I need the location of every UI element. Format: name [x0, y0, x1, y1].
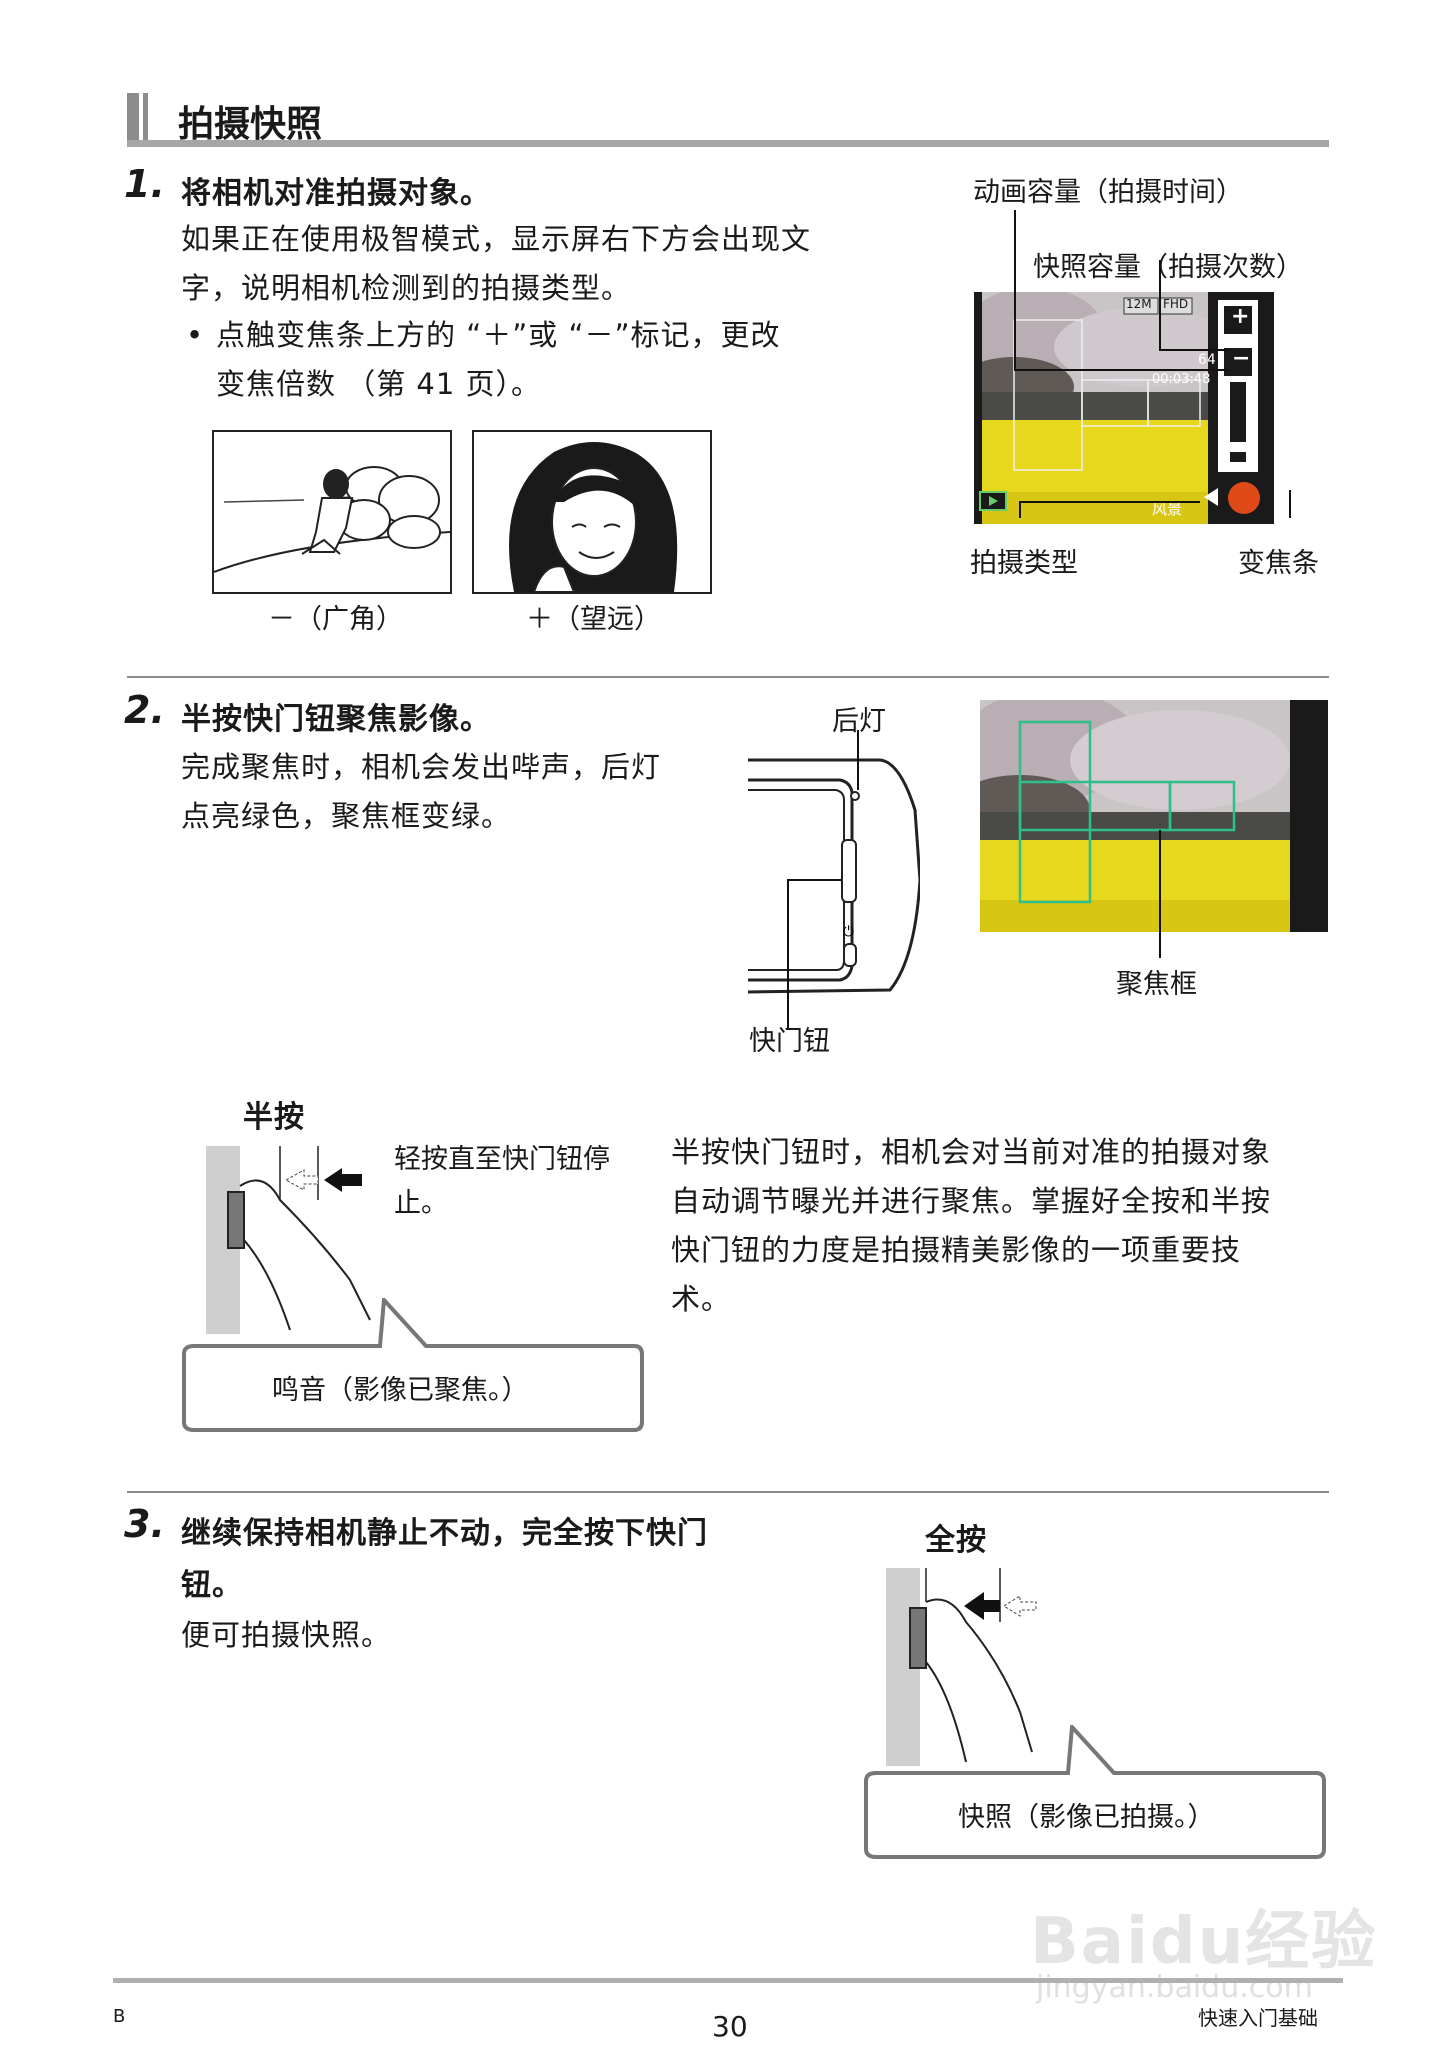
step1-body-line: 如果正在使用极智模式，显示屏右下方会出现文	[181, 222, 812, 256]
section-title: 拍摄快照	[178, 104, 323, 145]
label-zoom-bar: 变焦条	[1238, 548, 1319, 579]
step3-body: 便可拍摄快照。	[181, 1618, 392, 1652]
section-bar-marker	[127, 93, 139, 147]
half-press-desc-line: 轻按直至快门钮停	[394, 1144, 610, 1175]
shot-bubble-text: 快照（影像已拍摄。）	[958, 1802, 1215, 1833]
explanation-line: 自动调节曝光并进行聚焦。掌握好全按和半按	[671, 1184, 1272, 1218]
badge-quality: FHD	[1163, 297, 1189, 311]
camera-screen-step2	[980, 700, 1328, 932]
step2-title: 半按快门钮聚焦影像。	[181, 702, 491, 737]
step2-number: 2.	[124, 688, 165, 732]
full-press-title: 全按	[925, 1523, 987, 1558]
full-press-illustration	[886, 1568, 1037, 1766]
half-press-illustration	[206, 1146, 371, 1334]
step2-body-line: 完成聚焦时，相机会发出哔声，后灯	[181, 750, 662, 784]
step3-title: 继续保持相机静止不动，完全按下快门 钮。	[181, 1508, 708, 1612]
step1-bullet: 点触变焦条上方的 “＋”或 “－”标记，更改 变焦倍数 （第 41 页）。	[216, 311, 781, 409]
step1-number: 1.	[124, 162, 165, 206]
watermark-logo: Baidu经验	[1030, 1905, 1378, 1979]
step1-callout-lines	[1014, 210, 1300, 520]
section-header: 拍摄快照	[127, 93, 1329, 147]
step1-title: 将相机对准拍摄对象。	[181, 176, 491, 211]
explanation-line: 快门钮的力度是拍摄精美影像的一项重要技	[671, 1233, 1242, 1267]
footer-chapter: 快速入门基础	[1198, 2006, 1318, 2030]
label-scene-type: 拍摄类型	[970, 548, 1078, 579]
badge-image-size: 12M	[1126, 297, 1152, 311]
scene-type-text: 风景	[1152, 500, 1183, 518]
page-number: 30	[712, 2010, 748, 2043]
section-underline	[127, 140, 1329, 147]
footer-rule	[113, 1978, 1343, 1983]
half-press-desc: 轻按直至快门钮停 止。	[394, 1138, 610, 1226]
watermark-url: jingyan.baidu.com	[1036, 1970, 1313, 2005]
explanation-line: 半按快门钮时，相机会对当前对准的拍摄对象	[671, 1135, 1272, 1169]
step3-title-line: 钮。	[181, 1568, 243, 1603]
focus-frame-callout	[1159, 830, 1161, 958]
step2-body: 完成聚焦时，相机会发出哔声，后灯 点亮绿色，聚焦框变绿。	[181, 743, 661, 841]
step3-title-line: 继续保持相机静止不动，完全按下快门	[181, 1516, 708, 1551]
movie-time: 00:03:48	[1152, 372, 1211, 387]
label-shutter-button: 快门钮	[749, 1026, 830, 1057]
half-press-title: 半按	[243, 1100, 305, 1135]
step3-number: 3.	[124, 1502, 165, 1546]
shot-speech-bubble	[864, 1725, 1326, 1859]
section-bar-marker-thin	[143, 93, 148, 147]
camera-back-illustration: ⏻	[747, 730, 920, 1030]
camera-screen-step1: 12M FHD 64 00:03:48 风景 + −	[974, 292, 1274, 524]
step1-body: 如果正在使用极智模式，显示屏右下方会出现文 字，说明相机检测到的拍摄类型。	[181, 215, 811, 313]
telephoto-illustration	[472, 430, 712, 594]
half-press-explanation: 半按快门钮时，相机会对当前对准的拍摄对象 自动调节曝光并进行聚焦。掌握好全按和半…	[671, 1128, 1271, 1324]
label-focus-frame: 聚焦框	[1116, 969, 1197, 1000]
zoom-plus-icon[interactable]: +	[1231, 304, 1250, 329]
zoom-minus-icon[interactable]: −	[1232, 346, 1251, 371]
beep-speech-bubble	[182, 1298, 644, 1432]
telephoto-caption: ＋（望远）	[526, 604, 661, 635]
wide-angle-caption: －（广角）	[268, 604, 403, 635]
label-movie-capacity: 动画容量（拍摄时间）	[973, 177, 1243, 208]
svg-text:⏻: ⏻	[843, 924, 854, 940]
step1-body-line: 字，说明相机检测到的拍摄类型。	[181, 271, 632, 305]
half-press-desc-line: 止。	[394, 1188, 448, 1219]
divider	[127, 1491, 1329, 1493]
footer-left-mark: B	[113, 2006, 126, 2027]
step1-bullet-line: 点触变焦条上方的 “＋”或 “－”标记，更改	[216, 318, 781, 352]
explanation-line: 术。	[671, 1282, 732, 1316]
beep-bubble-text: 鸣音（影像已聚焦。）	[272, 1375, 529, 1406]
step2-body-line: 点亮绿色，聚焦框变绿。	[181, 799, 512, 833]
snapshot-count: 64	[1198, 352, 1216, 368]
step1-bullet-mark: •	[186, 318, 205, 352]
step1-bullet-line: 变焦倍数 （第 41 页）。	[216, 367, 542, 401]
label-snapshot-capacity: 快照容量（拍摄次数）	[1033, 252, 1303, 283]
wide-angle-illustration	[212, 430, 452, 594]
divider	[127, 676, 1329, 678]
